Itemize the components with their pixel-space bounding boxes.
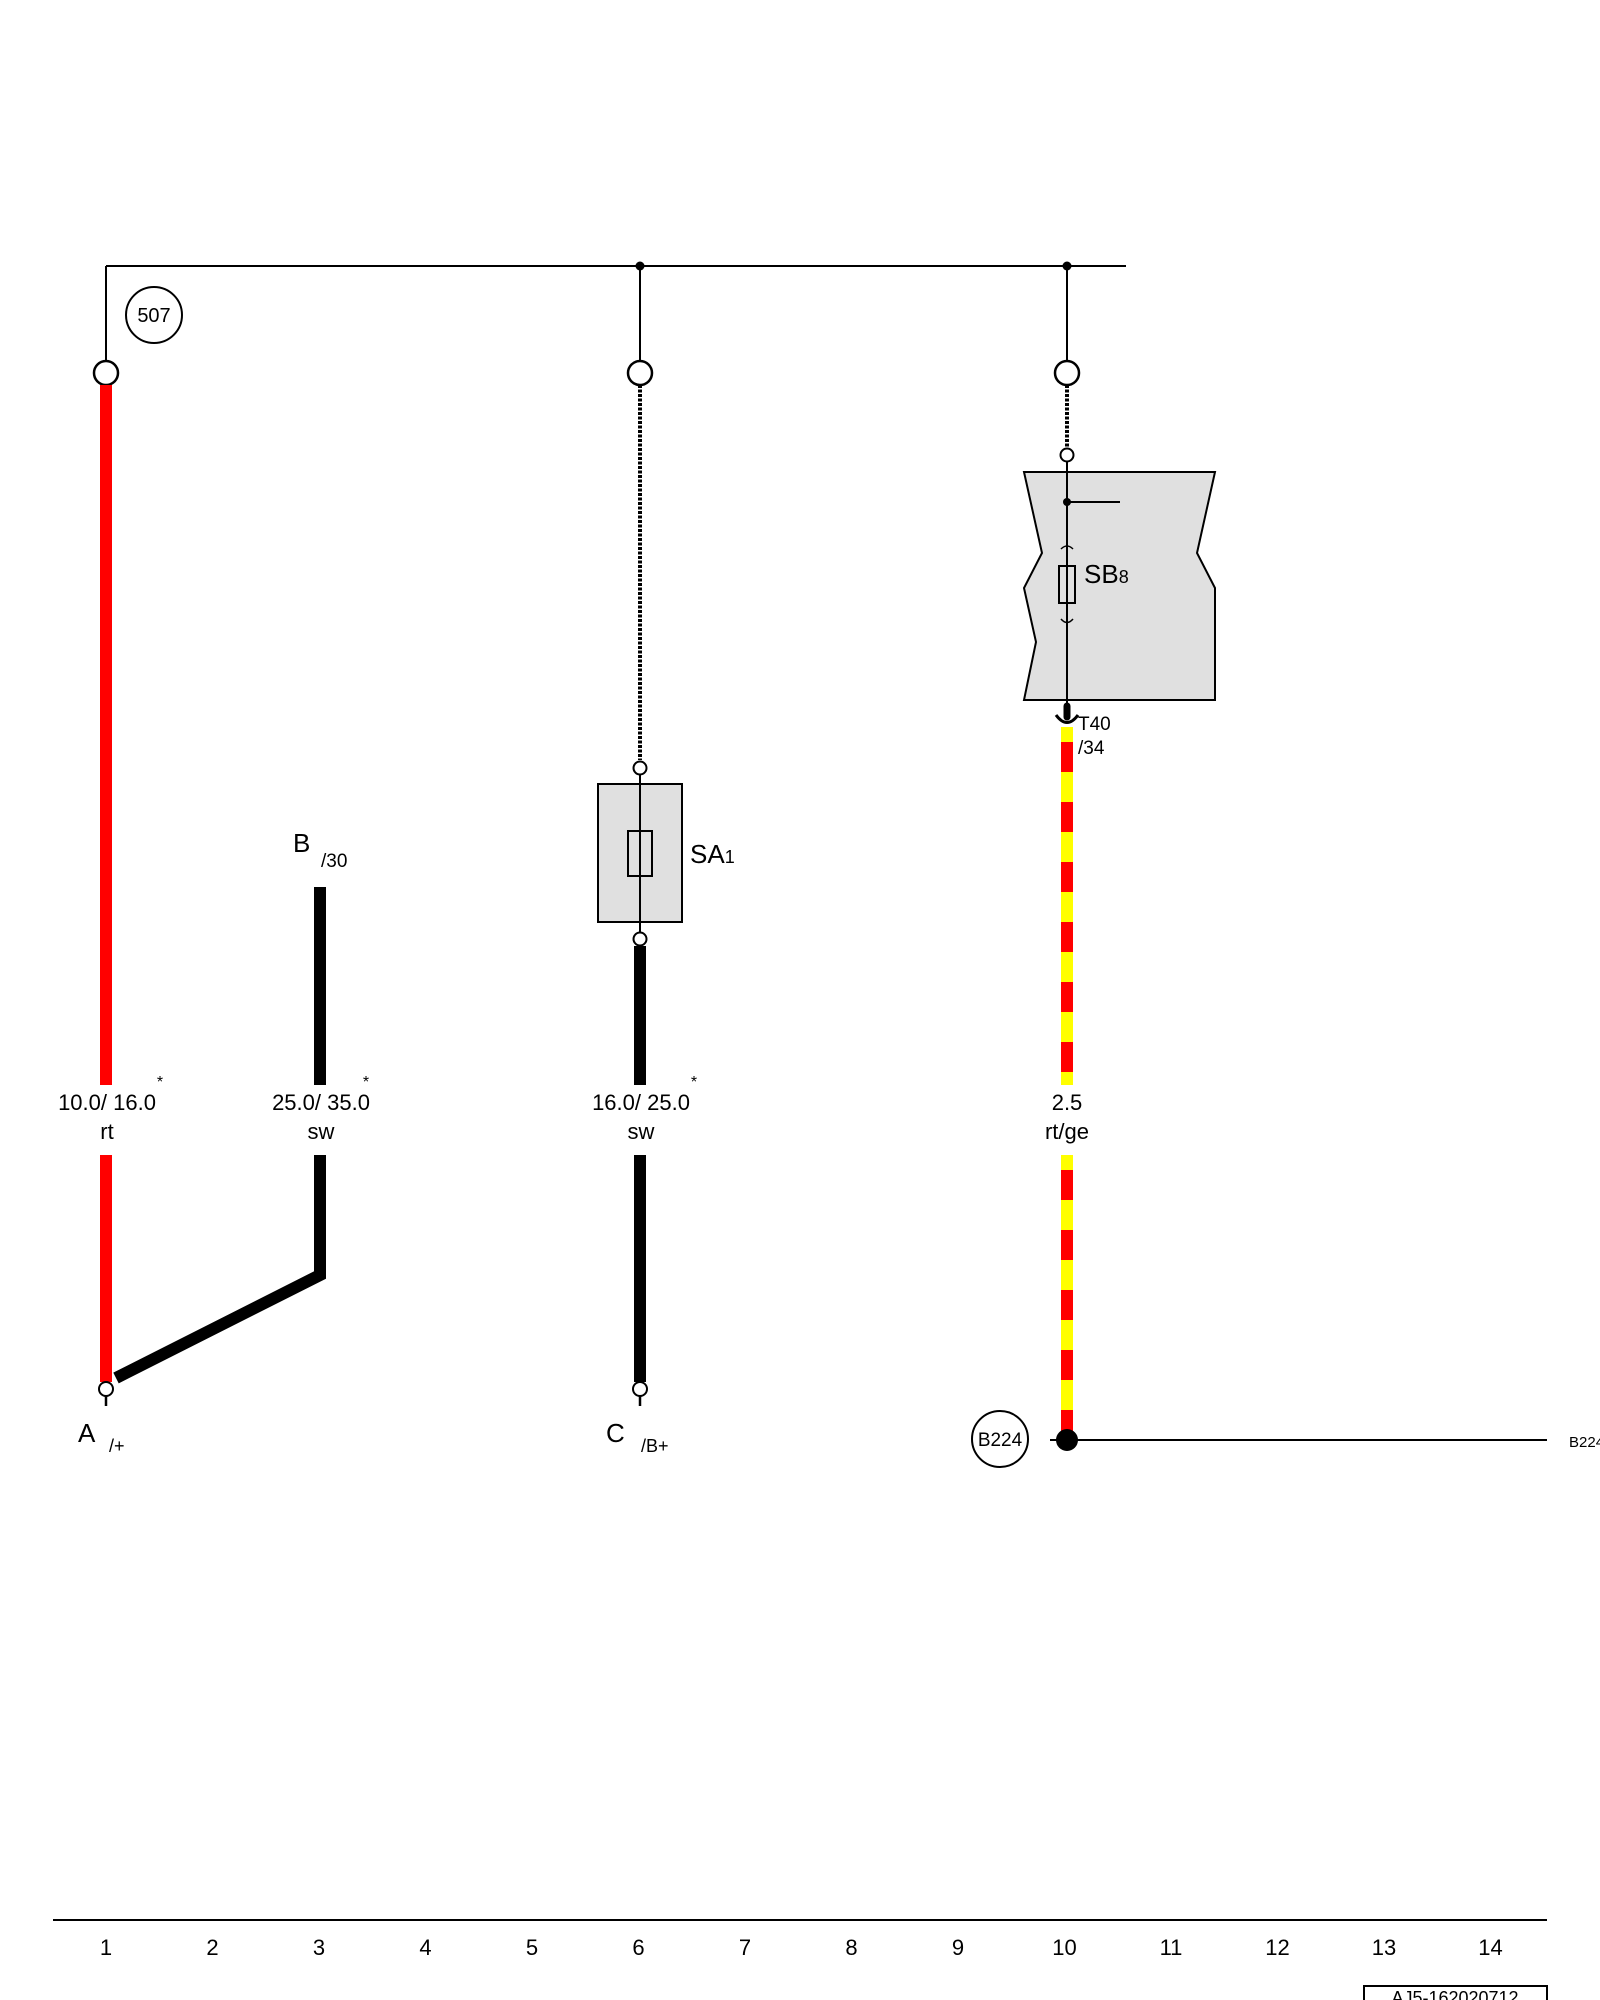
sa1-output-connector	[632, 931, 648, 947]
grid-number: 12	[1265, 1935, 1289, 1960]
fuse-sb8-symbol	[1058, 565, 1076, 604]
fuse-box-sb-housing	[1022, 471, 1217, 701]
sa1-input-connector	[632, 760, 648, 776]
wire-col1-star: *	[157, 1074, 163, 1091]
wire-col6-size: 16.0/ 25.0	[592, 1090, 690, 1115]
terminal-c-connector	[632, 1381, 648, 1397]
grid-number: 10	[1052, 1935, 1076, 1960]
grid-number: 3	[313, 1935, 325, 1960]
junction-b224-dot	[1056, 1429, 1078, 1451]
wire-col6-star: *	[691, 1074, 697, 1091]
sb8-input-connector	[1059, 447, 1075, 463]
fuse-sa1-symbol	[627, 830, 653, 877]
connector-t40-name: T40	[1078, 714, 1111, 735]
wire-col3-star: *	[363, 1074, 369, 1091]
wire-col1-color: rt	[100, 1119, 113, 1144]
terminal-top-col10	[1053, 359, 1081, 387]
ground-point-507-badge	[125, 286, 183, 344]
grid-number: 5	[526, 1935, 538, 1960]
ground-point-507-label: 507	[137, 305, 170, 327]
terminal-a-letter: A	[78, 1418, 96, 1448]
grid-number: 4	[419, 1935, 431, 1960]
wire-col3-color: sw	[308, 1119, 335, 1144]
fuse-sb8-lower-contact	[1060, 618, 1074, 624]
grid-number: 11	[1160, 1935, 1183, 1960]
grid-number: 2	[206, 1935, 218, 1960]
fuse-sb8-upper-contact	[1060, 545, 1074, 550]
terminal-top-col1	[92, 359, 120, 387]
wire-col10-color: rt/ge	[1045, 1119, 1089, 1144]
terminal-b-letter: B	[293, 828, 310, 858]
doc-code-box	[1363, 1985, 1548, 2000]
connector-t40-pin-number: /34	[1078, 738, 1105, 759]
grid-number: 8	[845, 1935, 857, 1960]
wire-col3-size: 25.0/ 35.0	[272, 1090, 370, 1115]
grid-number: 6	[632, 1935, 644, 1960]
doc-code: AJ5-162020712	[1391, 1988, 1518, 2000]
terminal-c-letter: C	[606, 1418, 625, 1448]
junction-b224-continuation: B224	[1569, 1434, 1600, 1451]
terminal-b-pin: /30	[321, 851, 347, 872]
wire-col10-size: 2.5	[1052, 1090, 1083, 1115]
grid-number: 1	[100, 1935, 112, 1960]
grid-number: 7	[739, 1935, 751, 1960]
grid-number: 14	[1478, 1935, 1502, 1960]
fuse-sa1-label: SA1	[690, 839, 735, 869]
connector-t40-socket	[1054, 714, 1080, 724]
fuse-sb8-label: SB8	[1084, 559, 1129, 589]
terminal-c-pin: /B+	[641, 1436, 669, 1456]
wire-col6-color: sw	[628, 1119, 655, 1144]
wire-col1-size: 10.0/ 16.0	[58, 1090, 156, 1115]
junction-b224-badge	[971, 1410, 1029, 1468]
terminal-top-col6	[626, 359, 654, 387]
grid-number: 13	[1372, 1935, 1396, 1960]
terminal-a-pin: /+	[109, 1436, 125, 1456]
junction-b224-label: B224	[978, 1430, 1023, 1451]
wire-col3-lower	[113, 1155, 326, 1384]
grid-number: 9	[952, 1935, 964, 1960]
terminal-a-connector	[98, 1381, 114, 1397]
